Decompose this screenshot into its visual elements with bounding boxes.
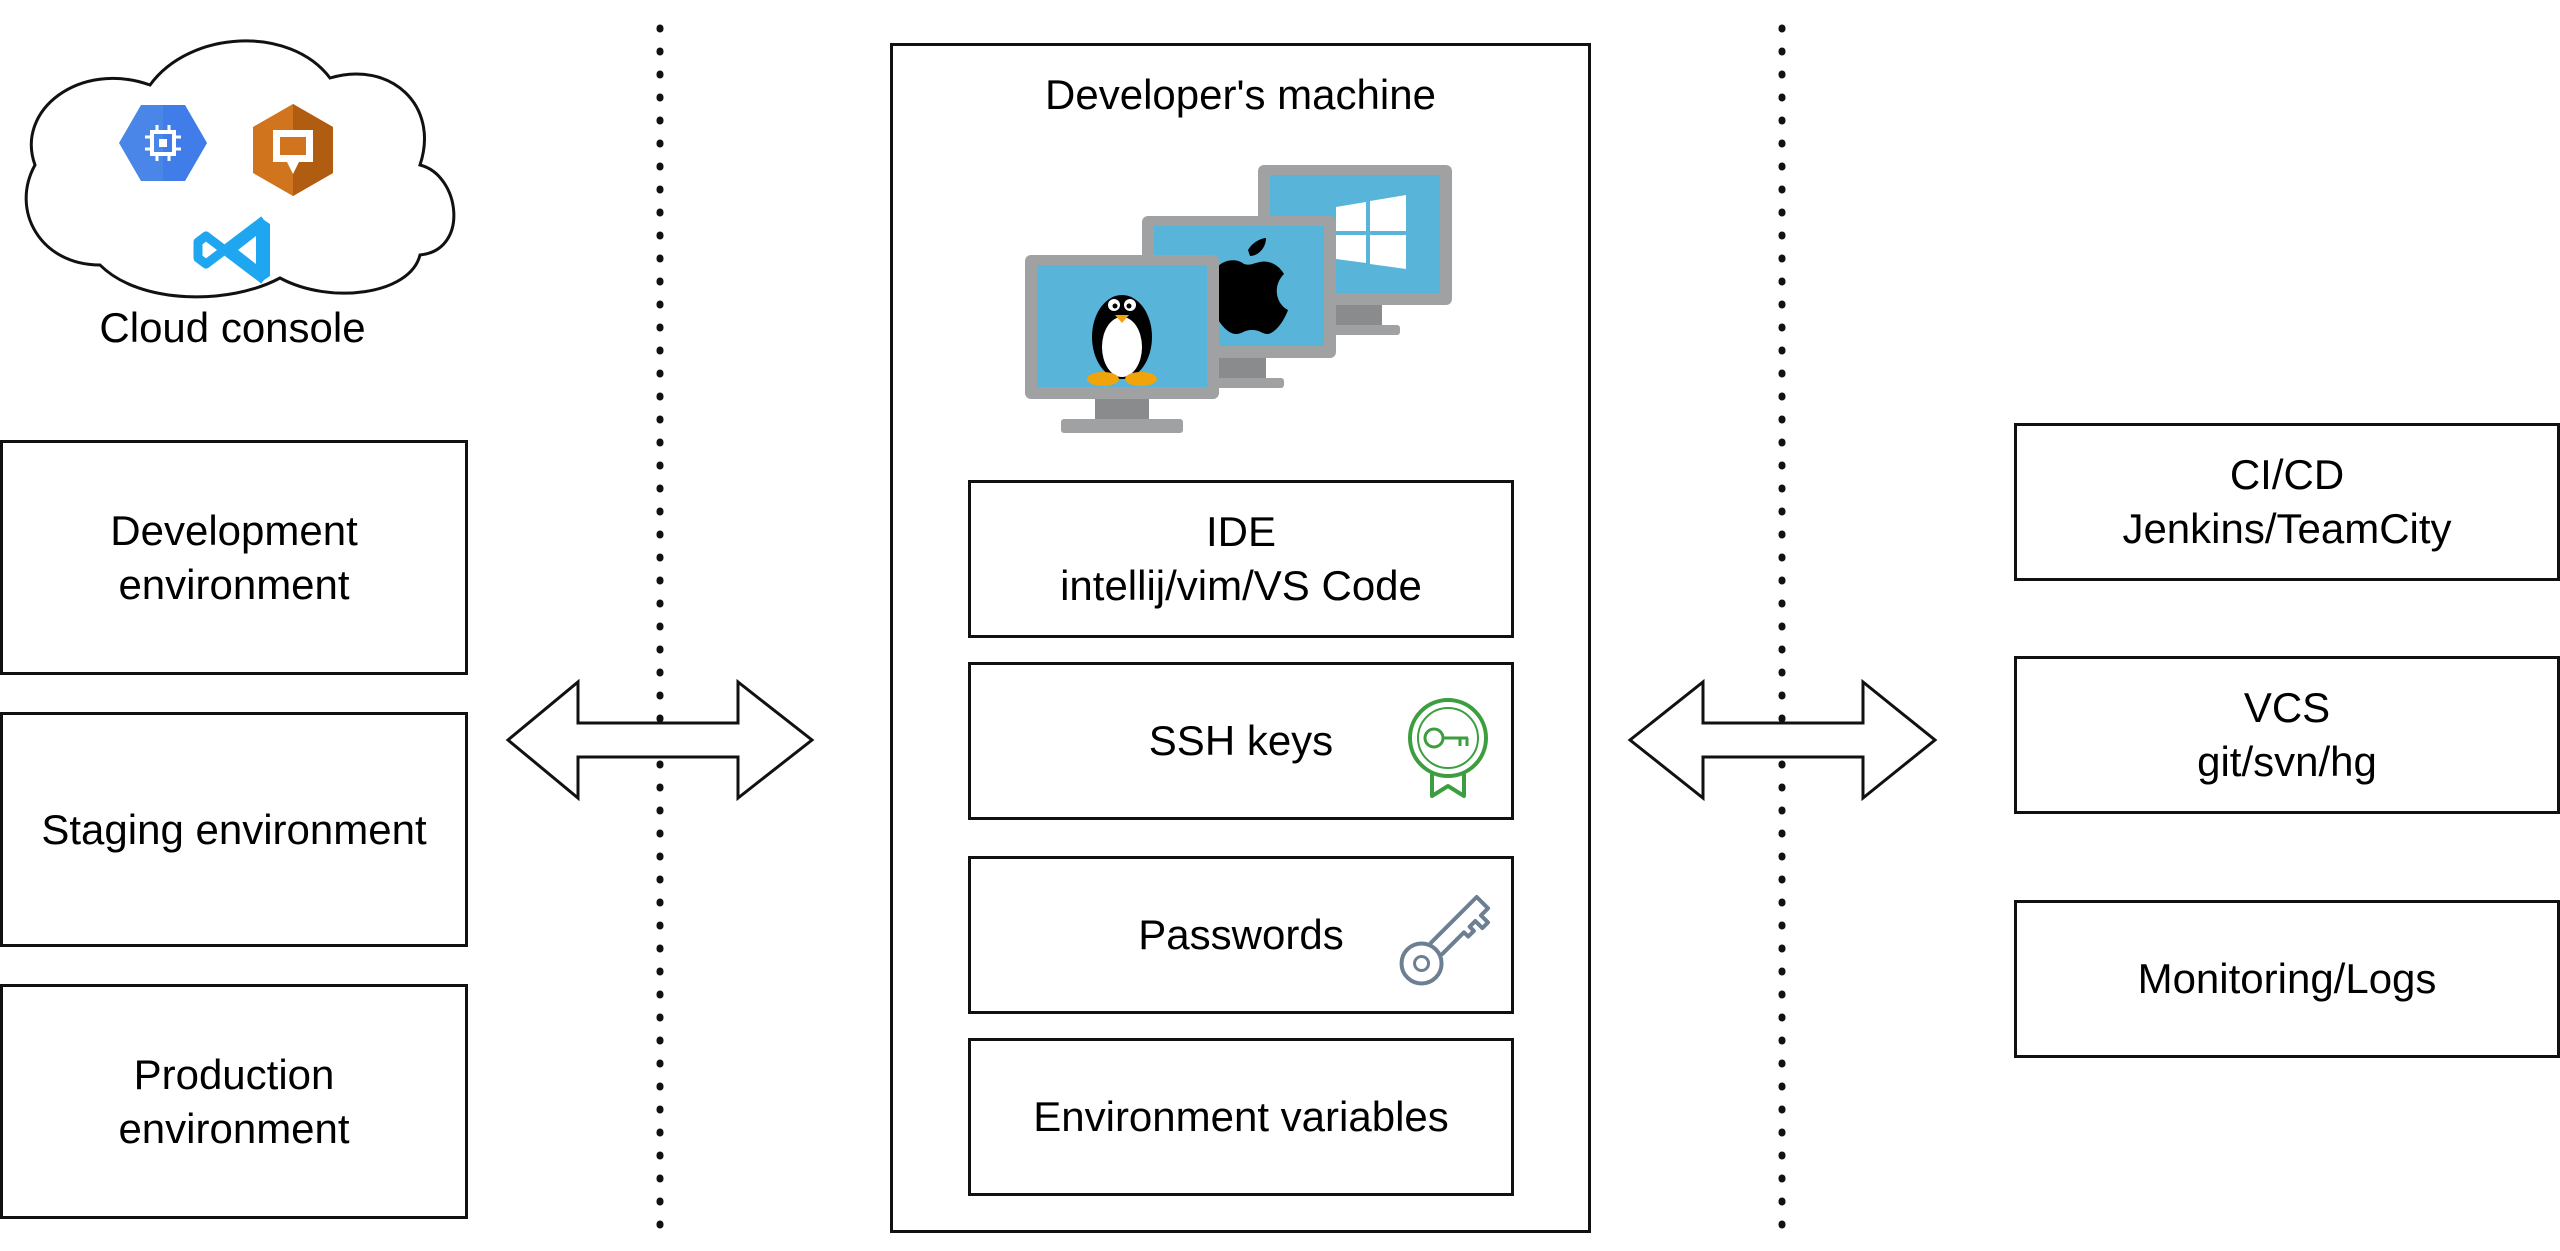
vscode-icon xyxy=(193,216,270,284)
box-line: Monitoring/Logs xyxy=(2137,955,2437,1002)
development-environment-box: Development environment xyxy=(0,440,468,675)
box-line: intellij/vim/VS Code xyxy=(1060,562,1422,609)
aws-workspaces-icon xyxy=(253,104,333,196)
production-environment-box: Production environment xyxy=(0,984,468,1219)
linux-monitor-icon xyxy=(1025,255,1219,433)
ide-box: IDE intellij/vim/VS Code xyxy=(968,480,1514,638)
right-double-arrow xyxy=(1627,678,1938,802)
box-line: IDE xyxy=(1205,508,1276,555)
box-line: environment xyxy=(118,560,350,608)
left-double-arrow xyxy=(505,678,815,802)
key-icon xyxy=(1399,894,1491,986)
box-line: Environment variables xyxy=(1033,1093,1449,1140)
box-line: Development xyxy=(110,506,358,554)
box-line: SSH keys xyxy=(1148,717,1334,764)
ssh-keys-box: SSH keys xyxy=(968,662,1514,820)
box-line: Production xyxy=(133,1050,335,1098)
monitoring-logs-box: Monitoring/Logs xyxy=(2014,900,2560,1058)
developers-machine-frame xyxy=(890,43,1591,1233)
cloud-console-label: Cloud console xyxy=(99,304,366,351)
environment-variables-box: Environment variables xyxy=(968,1038,1514,1196)
gcp-hexagon-icon xyxy=(119,105,207,181)
staging-environment-box: Staging environment xyxy=(0,712,468,947)
vcs-box: VCS git/svn/hg xyxy=(2014,656,2560,814)
box-line: environment xyxy=(118,1104,350,1152)
box-line: Staging environment xyxy=(41,805,427,853)
ci-cd-box: CI/CD Jenkins/TeamCity xyxy=(2014,423,2560,581)
box-line: CI/CD xyxy=(2229,451,2345,498)
certificate-key-icon xyxy=(1408,698,1488,798)
box-line: Jenkins/TeamCity xyxy=(2122,505,2452,552)
cloud-shape xyxy=(24,39,456,299)
box-line: Passwords xyxy=(1138,911,1344,958)
box-line: VCS xyxy=(2243,684,2331,731)
passwords-box: Passwords xyxy=(968,856,1514,1014)
box-line: git/svn/hg xyxy=(2197,738,2377,785)
developers-machine-title: Developer's machine xyxy=(1045,71,1436,118)
